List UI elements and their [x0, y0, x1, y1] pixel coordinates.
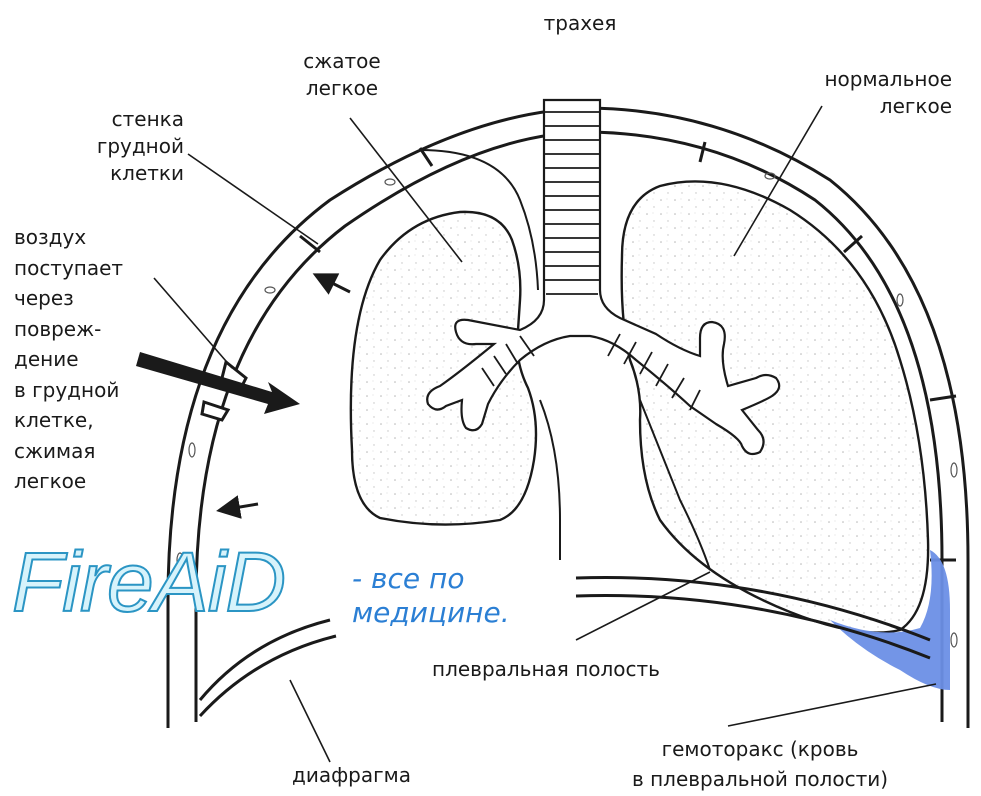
air-entry-label-line: в грудной — [14, 375, 174, 406]
air-entry-label-line: дение — [14, 344, 174, 375]
compressed-lung-label-line: сжатое — [272, 48, 412, 75]
chest-wall-label: стенка грудной клетки — [56, 106, 184, 187]
air-entry-label-line: поступает — [14, 253, 174, 284]
watermark-logo: FireAiD — [12, 534, 285, 630]
normal-lung — [622, 181, 928, 632]
hemothorax-label-line: гемоторакс (кровь — [560, 734, 960, 764]
air-entry-label-line: сжимая — [14, 436, 174, 467]
small-arrow-upper — [318, 276, 350, 292]
watermark-tagline-line: - все по — [352, 562, 510, 596]
diaphragm-label-text: диафрагма — [292, 763, 411, 787]
trachea-label: трахея — [520, 10, 640, 37]
normal-lung-label: нормальное легкое — [752, 66, 952, 120]
pleural-cavity-label-text: плевральная полость — [432, 657, 660, 681]
normal-lung-label-line: нормальное — [752, 66, 952, 93]
air-entry-label-line: клетке, — [14, 405, 174, 436]
trachea-label-text: трахея — [544, 11, 617, 35]
chest-wall-label-line: стенка — [56, 106, 184, 133]
air-entry-label-line: повреж- — [14, 314, 174, 345]
pleural-cavity-label: плевральная полость — [432, 656, 660, 683]
normal-lung-label-line: легкое — [752, 93, 952, 120]
watermark-tagline: - все по медицине. — [352, 562, 510, 630]
hemothorax-label-line: в плевральной полости) — [560, 764, 960, 794]
watermark-tagline-line: медицине. — [352, 596, 510, 630]
air-entry-label-line: через — [14, 283, 174, 314]
air-entry-label-line: воздух — [14, 222, 174, 253]
hemothorax-label: гемоторакс (кровь в плевральной полости) — [560, 734, 960, 794]
chest-wall-label-line: грудной — [56, 133, 184, 160]
air-entry-label-line: легкое — [14, 466, 174, 497]
small-arrow-lower — [222, 504, 258, 510]
chest-wall-label-line: клетки — [56, 160, 184, 187]
compressed-lung-label: сжатое легкое — [272, 48, 412, 102]
compressed-lung-label-line: легкое — [272, 75, 412, 102]
air-entry-label: воздух поступает через повреж- дение в г… — [14, 222, 174, 497]
diaphragm-label: диафрагма — [292, 762, 411, 789]
watermark: FireAiD - все по медицине. — [0, 528, 600, 646]
